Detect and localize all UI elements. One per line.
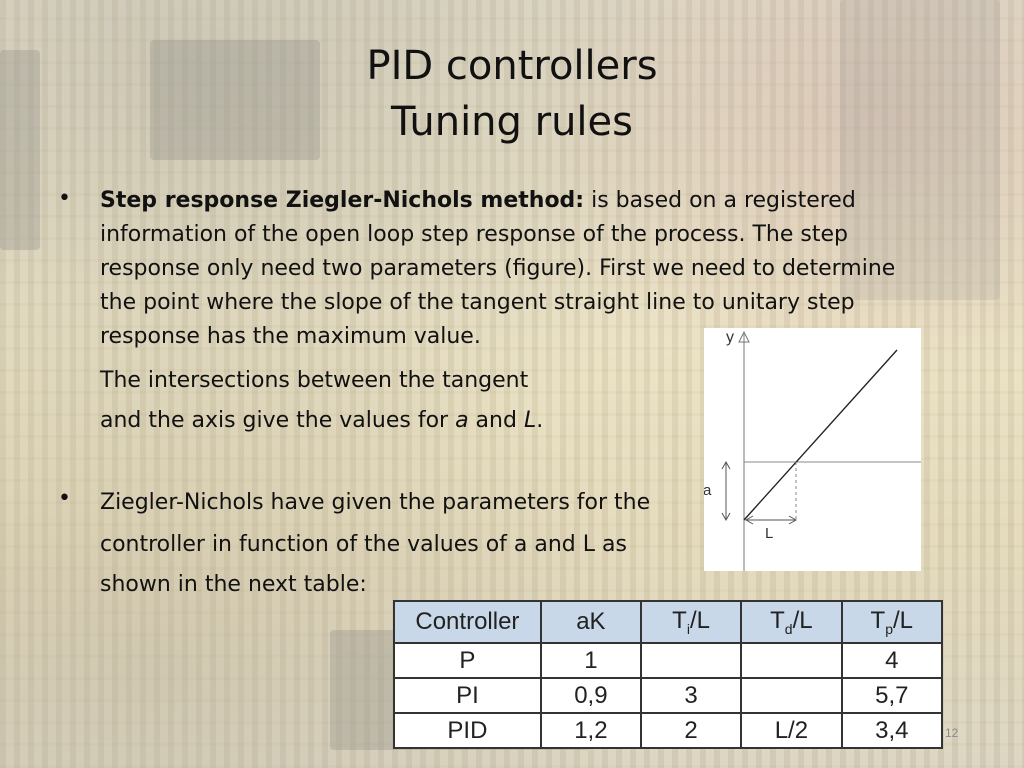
table-row: P 1 4 bbox=[393, 642, 944, 679]
header-controller: Controller bbox=[393, 600, 542, 644]
cell: L/2 bbox=[740, 712, 843, 749]
L-label: L bbox=[765, 525, 773, 542]
cell: PI bbox=[393, 677, 542, 714]
bullet-1-line-2: information of the open loop step respon… bbox=[100, 222, 848, 247]
table-row: PI 0,9 3 5,7 bbox=[393, 677, 944, 714]
cell: 4 bbox=[840, 642, 944, 679]
cell: 1 bbox=[539, 642, 642, 679]
bullet-marker-1: • bbox=[58, 186, 71, 211]
y-axis-arrow bbox=[738, 330, 750, 343]
header-ti: Ti/L bbox=[639, 600, 743, 644]
tangent-line bbox=[743, 349, 898, 521]
cell: 3 bbox=[639, 677, 743, 714]
slide-number: 12 bbox=[945, 726, 959, 740]
cell: 0,9 bbox=[539, 677, 642, 714]
table-header-row: Controller aK Ti/L Td/L Tp/L bbox=[393, 600, 944, 644]
bullet-1-line-6: The intersections between the tangent bbox=[100, 368, 529, 393]
bullet-1-line-5: response has the maximum value. bbox=[100, 324, 481, 349]
y-axis-label: y bbox=[726, 329, 734, 346]
cell: PID bbox=[393, 712, 542, 749]
bullet-1-line-3: response only need two parameters (figur… bbox=[100, 256, 896, 281]
title-line-1: PID controllers bbox=[366, 43, 658, 89]
table-row: PID 1,2 2 L/2 3,4 bbox=[393, 712, 944, 749]
bullet-1-text: Step response Ziegler-Nichols method: is… bbox=[100, 184, 895, 354]
cell: 5,7 bbox=[840, 677, 944, 714]
header-ak: aK bbox=[539, 600, 642, 644]
header-tp: Tp/L bbox=[840, 600, 944, 644]
cell bbox=[740, 642, 843, 679]
bullet-2-line-1: Ziegler-Nichols have given the parameter… bbox=[100, 490, 651, 515]
cell: 1,2 bbox=[539, 712, 642, 749]
step-response-diagram: y a L bbox=[704, 329, 921, 571]
cell bbox=[740, 677, 843, 714]
cell: 2 bbox=[639, 712, 743, 749]
title-line-2: Tuning rules bbox=[391, 99, 633, 145]
bullet-1-line-1: is based on a registered bbox=[584, 188, 856, 213]
method-name: Step response Ziegler-Nichols method: bbox=[100, 188, 585, 213]
bullet-2-line-2: controller in function of the values of … bbox=[100, 532, 627, 557]
cell: P bbox=[393, 642, 542, 679]
step-response-figure: y a L bbox=[704, 328, 921, 571]
slide-title: PID controllers Tuning rules bbox=[0, 38, 1024, 150]
header-td: Td/L bbox=[740, 600, 843, 644]
bullet-1-line-4: the point where the slope of the tangent… bbox=[100, 290, 855, 315]
bullet-2-line-3: shown in the next table: bbox=[100, 572, 367, 597]
a-label: a bbox=[704, 482, 712, 499]
bullet-1-line-7: and the axis give the values for a and L… bbox=[100, 408, 544, 433]
cell: 3,4 bbox=[840, 712, 944, 749]
bullet-marker-2: • bbox=[58, 486, 71, 511]
ziegler-nichols-table: Controller aK Ti/L Td/L Tp/L P 1 4 PI 0,… bbox=[393, 600, 944, 749]
cell bbox=[639, 642, 743, 679]
